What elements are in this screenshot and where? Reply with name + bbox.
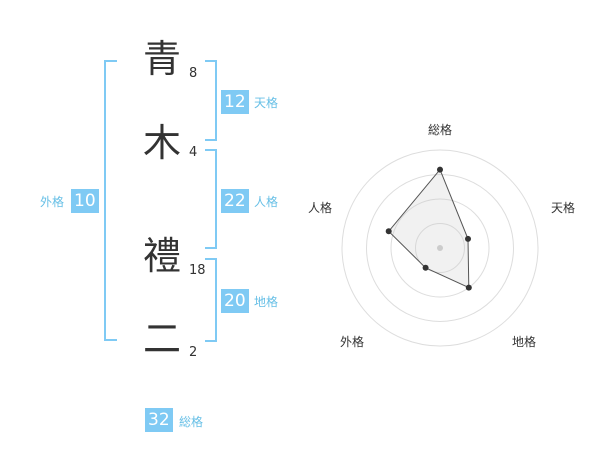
chikaku-label: 地格 — [254, 295, 279, 309]
chikaku-bracket — [205, 258, 217, 342]
name-char-4: 二 — [142, 317, 181, 361]
stroke-count-1: 8 — [189, 66, 198, 81]
radar-point — [465, 284, 472, 291]
radar-point — [437, 166, 443, 173]
jinkaku-label: 人格 — [254, 195, 279, 209]
tenkaku-value-badge: 12 — [221, 90, 249, 114]
tenkaku-label: 天格 — [254, 96, 279, 110]
radar-center-dot — [437, 245, 443, 251]
radar-point — [422, 264, 429, 271]
radar-ring — [390, 198, 490, 298]
radar-axis-label-jinkaku: 人格 — [308, 201, 333, 215]
radar-point — [465, 235, 471, 242]
stroke-count-2: 4 — [189, 145, 198, 160]
name-char-1: 青 — [142, 37, 181, 81]
radar-point — [385, 228, 392, 235]
radar-ring — [415, 223, 465, 273]
tenkaku-bracket — [205, 60, 217, 141]
radar-axis-label-tenkaku: 天格 — [551, 201, 576, 215]
chikaku-value-badge: 20 — [221, 289, 249, 313]
stroke-count-3: 18 — [189, 263, 206, 278]
gaikaku-value-badge: 10 — [71, 189, 99, 213]
stroke-count-4: 2 — [189, 345, 198, 360]
soukaku-label: 総格 — [179, 415, 204, 429]
radar-axis-label-gaikaku: 外格 — [340, 335, 365, 349]
outer-bracket — [104, 60, 117, 341]
radar-ring — [341, 149, 539, 347]
radar-axis-label-soukaku: 総格 — [428, 123, 453, 137]
soukaku-value-badge: 32 — [145, 408, 173, 432]
radar-ring — [366, 174, 514, 322]
jinkaku-bracket — [205, 149, 217, 249]
name-char-2: 木 — [142, 121, 181, 165]
jinkaku-value-badge: 22 — [221, 189, 249, 213]
radar-axis-label-chikaku: 地格 — [512, 335, 537, 349]
name-char-3: 禮 — [142, 234, 181, 278]
gaikaku-label: 外格 — [40, 195, 65, 209]
radar-data-area — [388, 168, 470, 289]
